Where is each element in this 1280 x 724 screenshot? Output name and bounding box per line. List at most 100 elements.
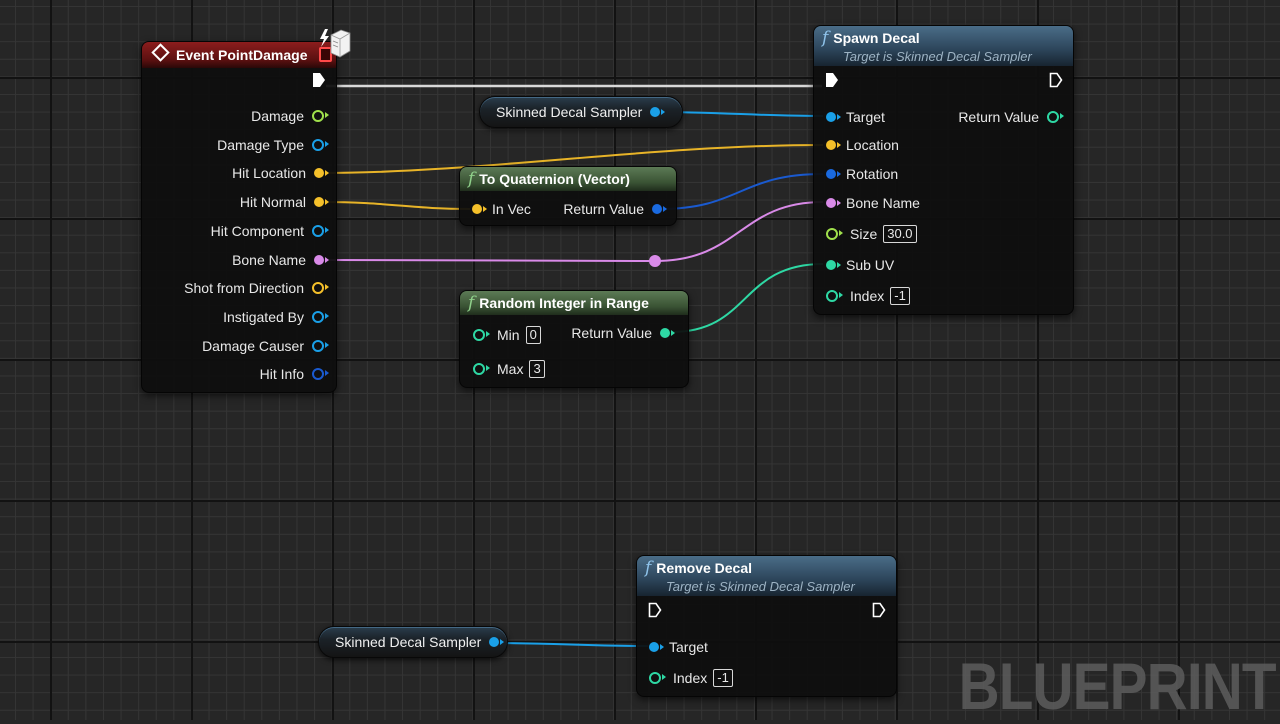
index-pin-row[interactable]: Index -1 bbox=[826, 286, 910, 306]
bone-name-label: Bone Name bbox=[846, 195, 920, 211]
skinned-decal-sampler-variable-2[interactable]: Skinned Decal Sampler bbox=[318, 626, 508, 658]
location-pin-row[interactable]: Location bbox=[826, 135, 899, 155]
event-output-pin-row[interactable]: Hit Component bbox=[211, 221, 329, 241]
bone-name-wire-2[interactable] bbox=[654, 201, 824, 262]
quat-return-pin-row[interactable]: Return Value bbox=[563, 199, 667, 219]
size-pin[interactable] bbox=[826, 228, 843, 240]
max-value-input[interactable]: 3 bbox=[529, 360, 545, 378]
remove-exec-in[interactable] bbox=[648, 602, 662, 628]
index-value-input[interactable]: -1 bbox=[890, 287, 910, 305]
max-pin-row[interactable]: Max 3 bbox=[473, 359, 545, 379]
event-output-pin[interactable] bbox=[312, 368, 329, 381]
max-label: Max bbox=[497, 361, 524, 377]
random-return-pin-row[interactable]: Return Value bbox=[571, 323, 675, 343]
spawn-return-pin-row[interactable]: Return Value bbox=[958, 107, 1064, 127]
variable-output-pin[interactable] bbox=[650, 107, 666, 117]
target-pin[interactable] bbox=[826, 112, 841, 122]
function-icon: f bbox=[468, 293, 475, 313]
event-output-delegate-pin[interactable] bbox=[319, 47, 332, 62]
event-node-header[interactable]: Event PointDamage bbox=[142, 42, 336, 68]
event-output-pin-row[interactable]: Bone Name bbox=[232, 250, 329, 270]
rotation-pin[interactable] bbox=[826, 169, 841, 179]
bone-name-wire[interactable] bbox=[321, 259, 656, 262]
exec-out-pin-icon[interactable] bbox=[872, 602, 886, 626]
spawn-target-pin-row[interactable]: Target bbox=[826, 107, 885, 127]
in-vec-label: In Vec bbox=[492, 201, 531, 217]
index-pin[interactable] bbox=[826, 290, 843, 302]
sub-uv-wire[interactable] bbox=[671, 263, 824, 333]
size-value-input[interactable]: 30.0 bbox=[883, 225, 917, 243]
remove-exec-out[interactable] bbox=[872, 602, 886, 628]
spawn-decal-subtitle: Target is Skinned Decal Sampler bbox=[843, 49, 1032, 64]
reroute-knot[interactable] bbox=[649, 255, 661, 267]
spawn-exec-out[interactable] bbox=[1049, 72, 1063, 98]
remove-target-wire[interactable] bbox=[489, 642, 649, 647]
remove-target-pin[interactable] bbox=[649, 642, 664, 652]
event-output-pin-row[interactable]: Damage bbox=[251, 106, 329, 126]
event-output-pin-row[interactable]: Shot from Direction bbox=[184, 278, 329, 298]
event-output-pin-row[interactable]: Hit Info bbox=[260, 364, 329, 384]
in-vec-pin[interactable] bbox=[472, 204, 487, 214]
bone-name-pin[interactable] bbox=[826, 198, 841, 208]
event-output-pin-row[interactable]: Instigated By bbox=[223, 307, 329, 327]
remove-index-pin[interactable] bbox=[649, 672, 666, 684]
event-output-pin[interactable] bbox=[312, 310, 329, 323]
bone-name-pin-row[interactable]: Bone Name bbox=[826, 193, 920, 213]
min-pin-row[interactable]: Min 0 bbox=[473, 325, 541, 345]
hit-normal-wire[interactable] bbox=[321, 201, 471, 210]
quat-return-label: Return Value bbox=[563, 201, 644, 217]
event-output-label: Damage Causer bbox=[202, 337, 304, 354]
remove-index-value-input[interactable]: -1 bbox=[713, 669, 733, 687]
exec-out-pin-icon[interactable] bbox=[1049, 72, 1063, 96]
event-output-pin-row[interactable]: Hit Normal bbox=[240, 192, 329, 212]
event-output-pin-row[interactable]: Damage Causer bbox=[202, 336, 329, 356]
event-output-pin[interactable] bbox=[312, 110, 329, 122]
exec-in-pin-icon[interactable] bbox=[825, 73, 839, 96]
event-output-pin-row[interactable]: Damage Type bbox=[217, 135, 329, 155]
location-pin[interactable] bbox=[826, 140, 841, 150]
hit-location-wire[interactable] bbox=[321, 144, 824, 174]
event-output-pin[interactable] bbox=[314, 168, 329, 179]
event-output-pin[interactable] bbox=[312, 339, 329, 352]
sub-uv-pin-row[interactable]: Sub UV bbox=[826, 255, 894, 275]
event-output-pin[interactable] bbox=[314, 254, 329, 265]
variable-output-pin[interactable] bbox=[489, 637, 505, 647]
event-output-label: Hit Location bbox=[232, 165, 306, 182]
event-output-pin-row[interactable]: Hit Location bbox=[232, 163, 329, 183]
min-value-input[interactable]: 0 bbox=[525, 326, 541, 344]
event-exec-out[interactable] bbox=[312, 73, 326, 98]
random-return-pin[interactable] bbox=[660, 328, 675, 338]
rotation-wire[interactable] bbox=[659, 173, 824, 210]
sub-uv-pin[interactable] bbox=[826, 260, 841, 270]
max-pin[interactable] bbox=[473, 363, 490, 375]
size-label: Size bbox=[850, 226, 878, 242]
spawn-exec-in[interactable] bbox=[825, 73, 839, 98]
in-vec-pin-row[interactable]: In Vec bbox=[472, 199, 531, 219]
remove-index-label: Index bbox=[673, 670, 708, 686]
event-output-pin[interactable] bbox=[312, 138, 329, 151]
skinned-decal-sampler-variable[interactable]: Skinned Decal Sampler bbox=[479, 96, 683, 128]
remove-target-pin-row[interactable]: Target bbox=[649, 637, 708, 657]
event-output-label: Instigated By bbox=[223, 308, 304, 325]
size-pin-row[interactable]: Size 30.0 bbox=[826, 224, 917, 244]
rotation-pin-row[interactable]: Rotation bbox=[826, 164, 898, 184]
event-output-pin[interactable] bbox=[314, 197, 329, 208]
exec-in-pin-icon[interactable] bbox=[648, 602, 662, 626]
min-pin[interactable] bbox=[473, 329, 490, 341]
event-output-pin[interactable] bbox=[312, 224, 329, 237]
exec-out-pin-icon[interactable] bbox=[312, 73, 326, 96]
spawn-return-pin[interactable] bbox=[1047, 111, 1064, 123]
quat-return-pin[interactable] bbox=[652, 204, 667, 214]
event-output-pin[interactable] bbox=[312, 282, 329, 295]
remove-index-pin-row[interactable]: Index -1 bbox=[649, 668, 733, 688]
